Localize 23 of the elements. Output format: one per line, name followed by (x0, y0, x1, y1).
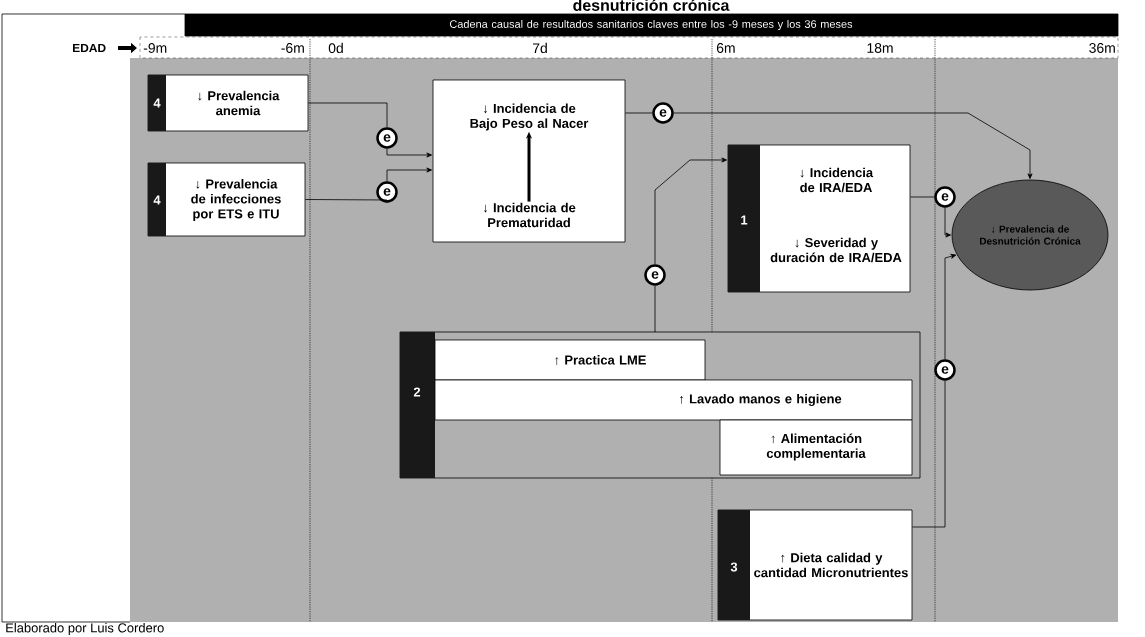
outcome-box: 4 ↓ Prevalencia de infecciones por ETS e ITU (147, 162, 306, 237)
outcome-box: 1 ↓ Incidencia de IRA/EDA ↓ Severidad y duración de IRA/EDA (727, 144, 911, 293)
arrow (944, 207, 951, 238)
credit-text: Elaborado por Luis Cordero (6, 622, 164, 636)
arrow (673, 112, 1033, 179)
edad-label: EDAD (73, 43, 106, 53)
practice-bar: ↑ Practica LME (434, 339, 706, 381)
outcome-box (432, 79, 626, 243)
outcome-text: ↓ Incidencia de Bajo Peso al Nacer (470, 103, 589, 131)
practice-bar: ↑ Alimentación complementaria (719, 419, 913, 476)
arrow (654, 157, 727, 265)
outcome-box: 4 ↓ Prevalencia anemia (147, 74, 309, 132)
age-tick: 0d (328, 42, 343, 54)
arrow (944, 253, 957, 360)
outcome-text: ↓ Incidencia de Prematuridad (483, 202, 576, 228)
arrow (386, 148, 432, 158)
arrow (386, 167, 432, 182)
practice-bar: ↑ Lavado manos e higiene (434, 379, 913, 421)
header-band: Cadena causal de resultados sanitarios claves entre los -9 meses y los 36 meses (184, 13, 1119, 37)
title: desnutrición crónica (573, 0, 730, 11)
outcome-box: 3 ↑ Dieta calidad y cantidad Micronutrientes (717, 509, 913, 621)
age-tick: -9m (143, 43, 167, 53)
age-tick: -6m (281, 43, 304, 53)
